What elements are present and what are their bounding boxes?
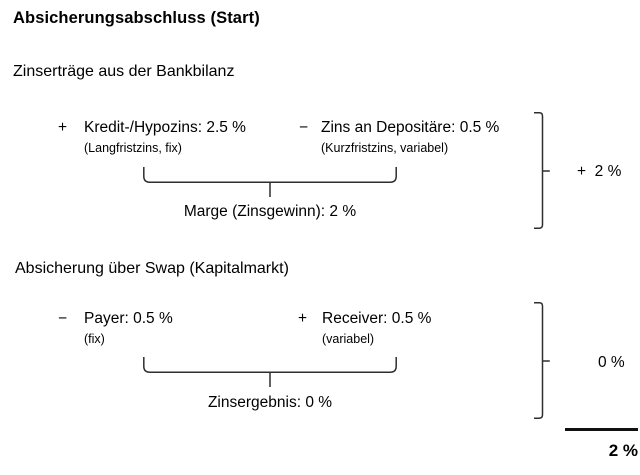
item-payer-note: (fix) — [84, 332, 105, 346]
plus-sign: + — [58, 119, 68, 136]
zinsergebnis-result-label: Zinsergebnis: 0 % — [207, 394, 333, 411]
swap-bracket-value: 0 % — [598, 354, 625, 371]
underbrace-icon — [143, 167, 397, 198]
item-kredit-hypozins: + Kredit-/Hypozins: 2.5 % (Langfristzins… — [58, 119, 246, 155]
item-payer-label: Payer: 0.5 % — [84, 310, 173, 327]
minus-sign: − — [299, 119, 309, 136]
right-brace-icon — [533, 112, 551, 229]
page-title: Absicherungsabschluss (Start) — [13, 9, 260, 27]
item-kredit-note: (Langfristzins, fix) — [84, 141, 182, 155]
minus-sign: − — [58, 310, 68, 327]
underbrace-icon — [143, 357, 397, 388]
section-swap-heading: Absicherung über Swap (Kapitalmarkt) — [15, 260, 289, 277]
item-depositaere: − Zins an Depositäre: 0.5 % (Kurzfristzi… — [299, 119, 499, 155]
sum-line-icon — [565, 428, 638, 431]
item-payer: − Payer: 0.5 % (fix) — [58, 310, 173, 346]
item-receiver-note: (variabel) — [322, 332, 375, 346]
plus-sign: + — [298, 310, 308, 327]
item-depositaere-label: Zins an Depositäre: 0.5 % — [321, 119, 500, 136]
marge-result-label: Marge (Zinsgewinn): 2 % — [183, 203, 357, 220]
item-depositaere-note: (Kurzfristzins, variabel) — [321, 141, 449, 155]
section-bank-heading: Zinserträge aus der Bankbilanz — [13, 63, 235, 80]
item-kredit-label: Kredit-/Hypozins: 2.5 % — [84, 119, 246, 136]
right-brace-icon — [533, 302, 551, 419]
total-value: 2 % — [608, 441, 638, 460]
item-receiver-label: Receiver: 0.5 % — [322, 310, 432, 327]
item-receiver: + Receiver: 0.5 % (variabel) — [298, 310, 431, 346]
bank-bracket-value: + 2 % — [577, 163, 622, 180]
